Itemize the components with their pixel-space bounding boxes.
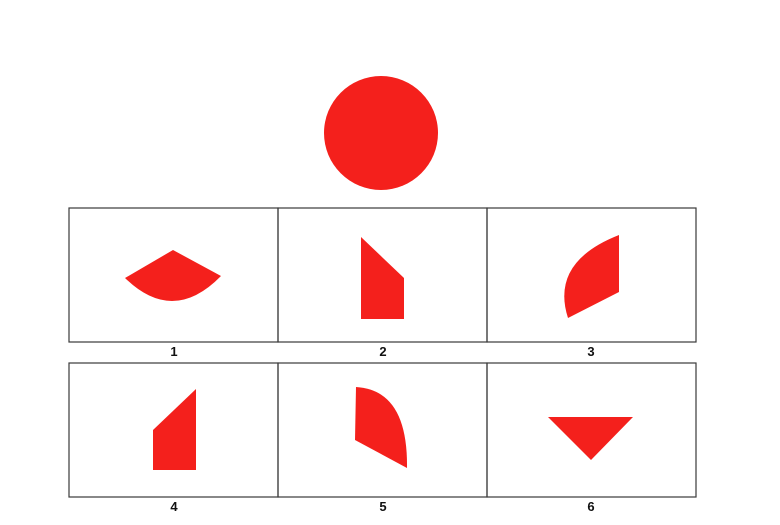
option-shape-6: [548, 417, 633, 460]
option-label-4: 4: [170, 499, 178, 514]
option-box-3[interactable]: [486, 207, 697, 343]
option-shape-3: [564, 235, 619, 318]
option-label-3: 3: [587, 344, 595, 359]
option-shape-4: [153, 389, 196, 470]
option-shape-1: [125, 250, 221, 302]
option-label-6: 6: [587, 499, 595, 514]
option-shape-5: [355, 387, 408, 468]
option-shape-2: [361, 237, 404, 319]
reference-circle: [324, 76, 438, 190]
option-box-6[interactable]: [486, 362, 697, 498]
option-label-1: 1: [170, 344, 178, 359]
option-label-2: 2: [379, 344, 387, 359]
option-label-5: 5: [379, 499, 387, 514]
